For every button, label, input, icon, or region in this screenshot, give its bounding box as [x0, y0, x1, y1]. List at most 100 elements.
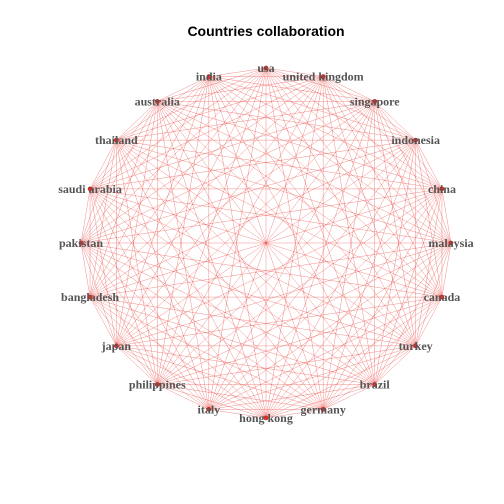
edge	[116, 101, 375, 347]
edge	[265, 409, 324, 419]
node-label-saudi-arabia: saudi arabia	[58, 182, 122, 196]
node-label-indonesia: indonesia	[391, 133, 440, 147]
edge	[80, 242, 91, 298]
node-hong-kong	[263, 415, 269, 421]
edge	[80, 76, 210, 244]
edge	[89, 139, 416, 298]
edge	[157, 76, 209, 102]
edge	[157, 384, 209, 410]
edge	[116, 101, 158, 141]
edge	[80, 242, 442, 298]
edge	[441, 188, 452, 244]
edge	[89, 188, 158, 385]
edge	[89, 296, 324, 410]
node-label-brazil: brazil	[360, 378, 391, 392]
edge	[208, 188, 443, 410]
edge	[265, 67, 324, 77]
edge-layer	[80, 67, 452, 419]
edge	[322, 188, 443, 410]
edge	[89, 140, 117, 190]
edge	[157, 101, 267, 419]
node-singapore	[372, 99, 378, 104]
edge	[90, 296, 416, 347]
node-brazil	[372, 382, 378, 387]
edge	[116, 67, 267, 346]
edge	[116, 76, 210, 346]
edge	[89, 188, 416, 347]
edge	[80, 67, 267, 244]
edge	[116, 140, 267, 419]
edge	[116, 140, 158, 385]
edge	[208, 76, 452, 244]
node-label-hong-kong: hong kong	[239, 411, 293, 425]
edge	[323, 384, 375, 410]
edge	[157, 101, 443, 298]
edge	[116, 139, 442, 190]
node-label-china: china	[428, 182, 456, 196]
node-china	[439, 186, 445, 192]
edge	[116, 296, 442, 347]
edge	[208, 101, 375, 410]
node-indonesia	[413, 137, 418, 143]
edge	[89, 296, 375, 385]
edge	[89, 296, 210, 410]
edge	[116, 101, 158, 346]
edge	[208, 76, 375, 385]
edge	[89, 188, 117, 346]
node-usa	[263, 65, 269, 71]
edge	[322, 296, 443, 410]
edge	[89, 188, 267, 419]
edge	[116, 345, 158, 385]
edge	[157, 101, 443, 190]
node-label-canada: canada	[424, 290, 461, 304]
edge	[265, 140, 416, 419]
edge	[374, 140, 416, 385]
edge	[265, 76, 324, 419]
edge	[80, 242, 324, 410]
edge	[89, 188, 375, 385]
node-label-philippines: philippines	[129, 378, 186, 392]
edge	[80, 140, 117, 244]
edge	[80, 242, 117, 346]
node-layer	[78, 65, 454, 421]
edge	[116, 140, 210, 410]
edge	[322, 76, 375, 385]
chart-title: Countries collaboration	[187, 23, 344, 39]
edge	[157, 101, 416, 347]
edge	[116, 139, 324, 410]
edge	[322, 76, 443, 190]
edge	[157, 76, 324, 385]
node-pakistan	[78, 240, 84, 246]
edge	[90, 242, 452, 298]
edge	[80, 242, 375, 385]
edge	[157, 345, 416, 385]
edge	[80, 188, 91, 244]
node-canada	[439, 294, 445, 300]
edge	[374, 242, 452, 385]
edge	[208, 409, 267, 419]
edge	[157, 76, 210, 385]
node-india	[206, 74, 212, 79]
edge	[90, 188, 452, 244]
edge	[157, 384, 267, 419]
edge	[89, 140, 117, 298]
edge	[157, 242, 452, 385]
edge	[89, 76, 210, 298]
node-australia	[154, 99, 160, 104]
edge	[80, 101, 375, 244]
edge	[89, 76, 324, 190]
edge	[208, 296, 443, 410]
node-saudi-arabia	[87, 186, 93, 192]
edge	[441, 242, 452, 298]
edge	[89, 101, 158, 298]
edge	[116, 188, 443, 347]
edge	[89, 188, 324, 410]
node-label-bangladesh: bangladesh	[61, 290, 119, 304]
node-label-pakistan: pakistan	[59, 236, 103, 250]
edge	[80, 242, 210, 410]
edge	[157, 101, 452, 244]
edge	[208, 76, 267, 419]
edge	[265, 67, 324, 410]
node-united-kingdom	[320, 74, 326, 79]
